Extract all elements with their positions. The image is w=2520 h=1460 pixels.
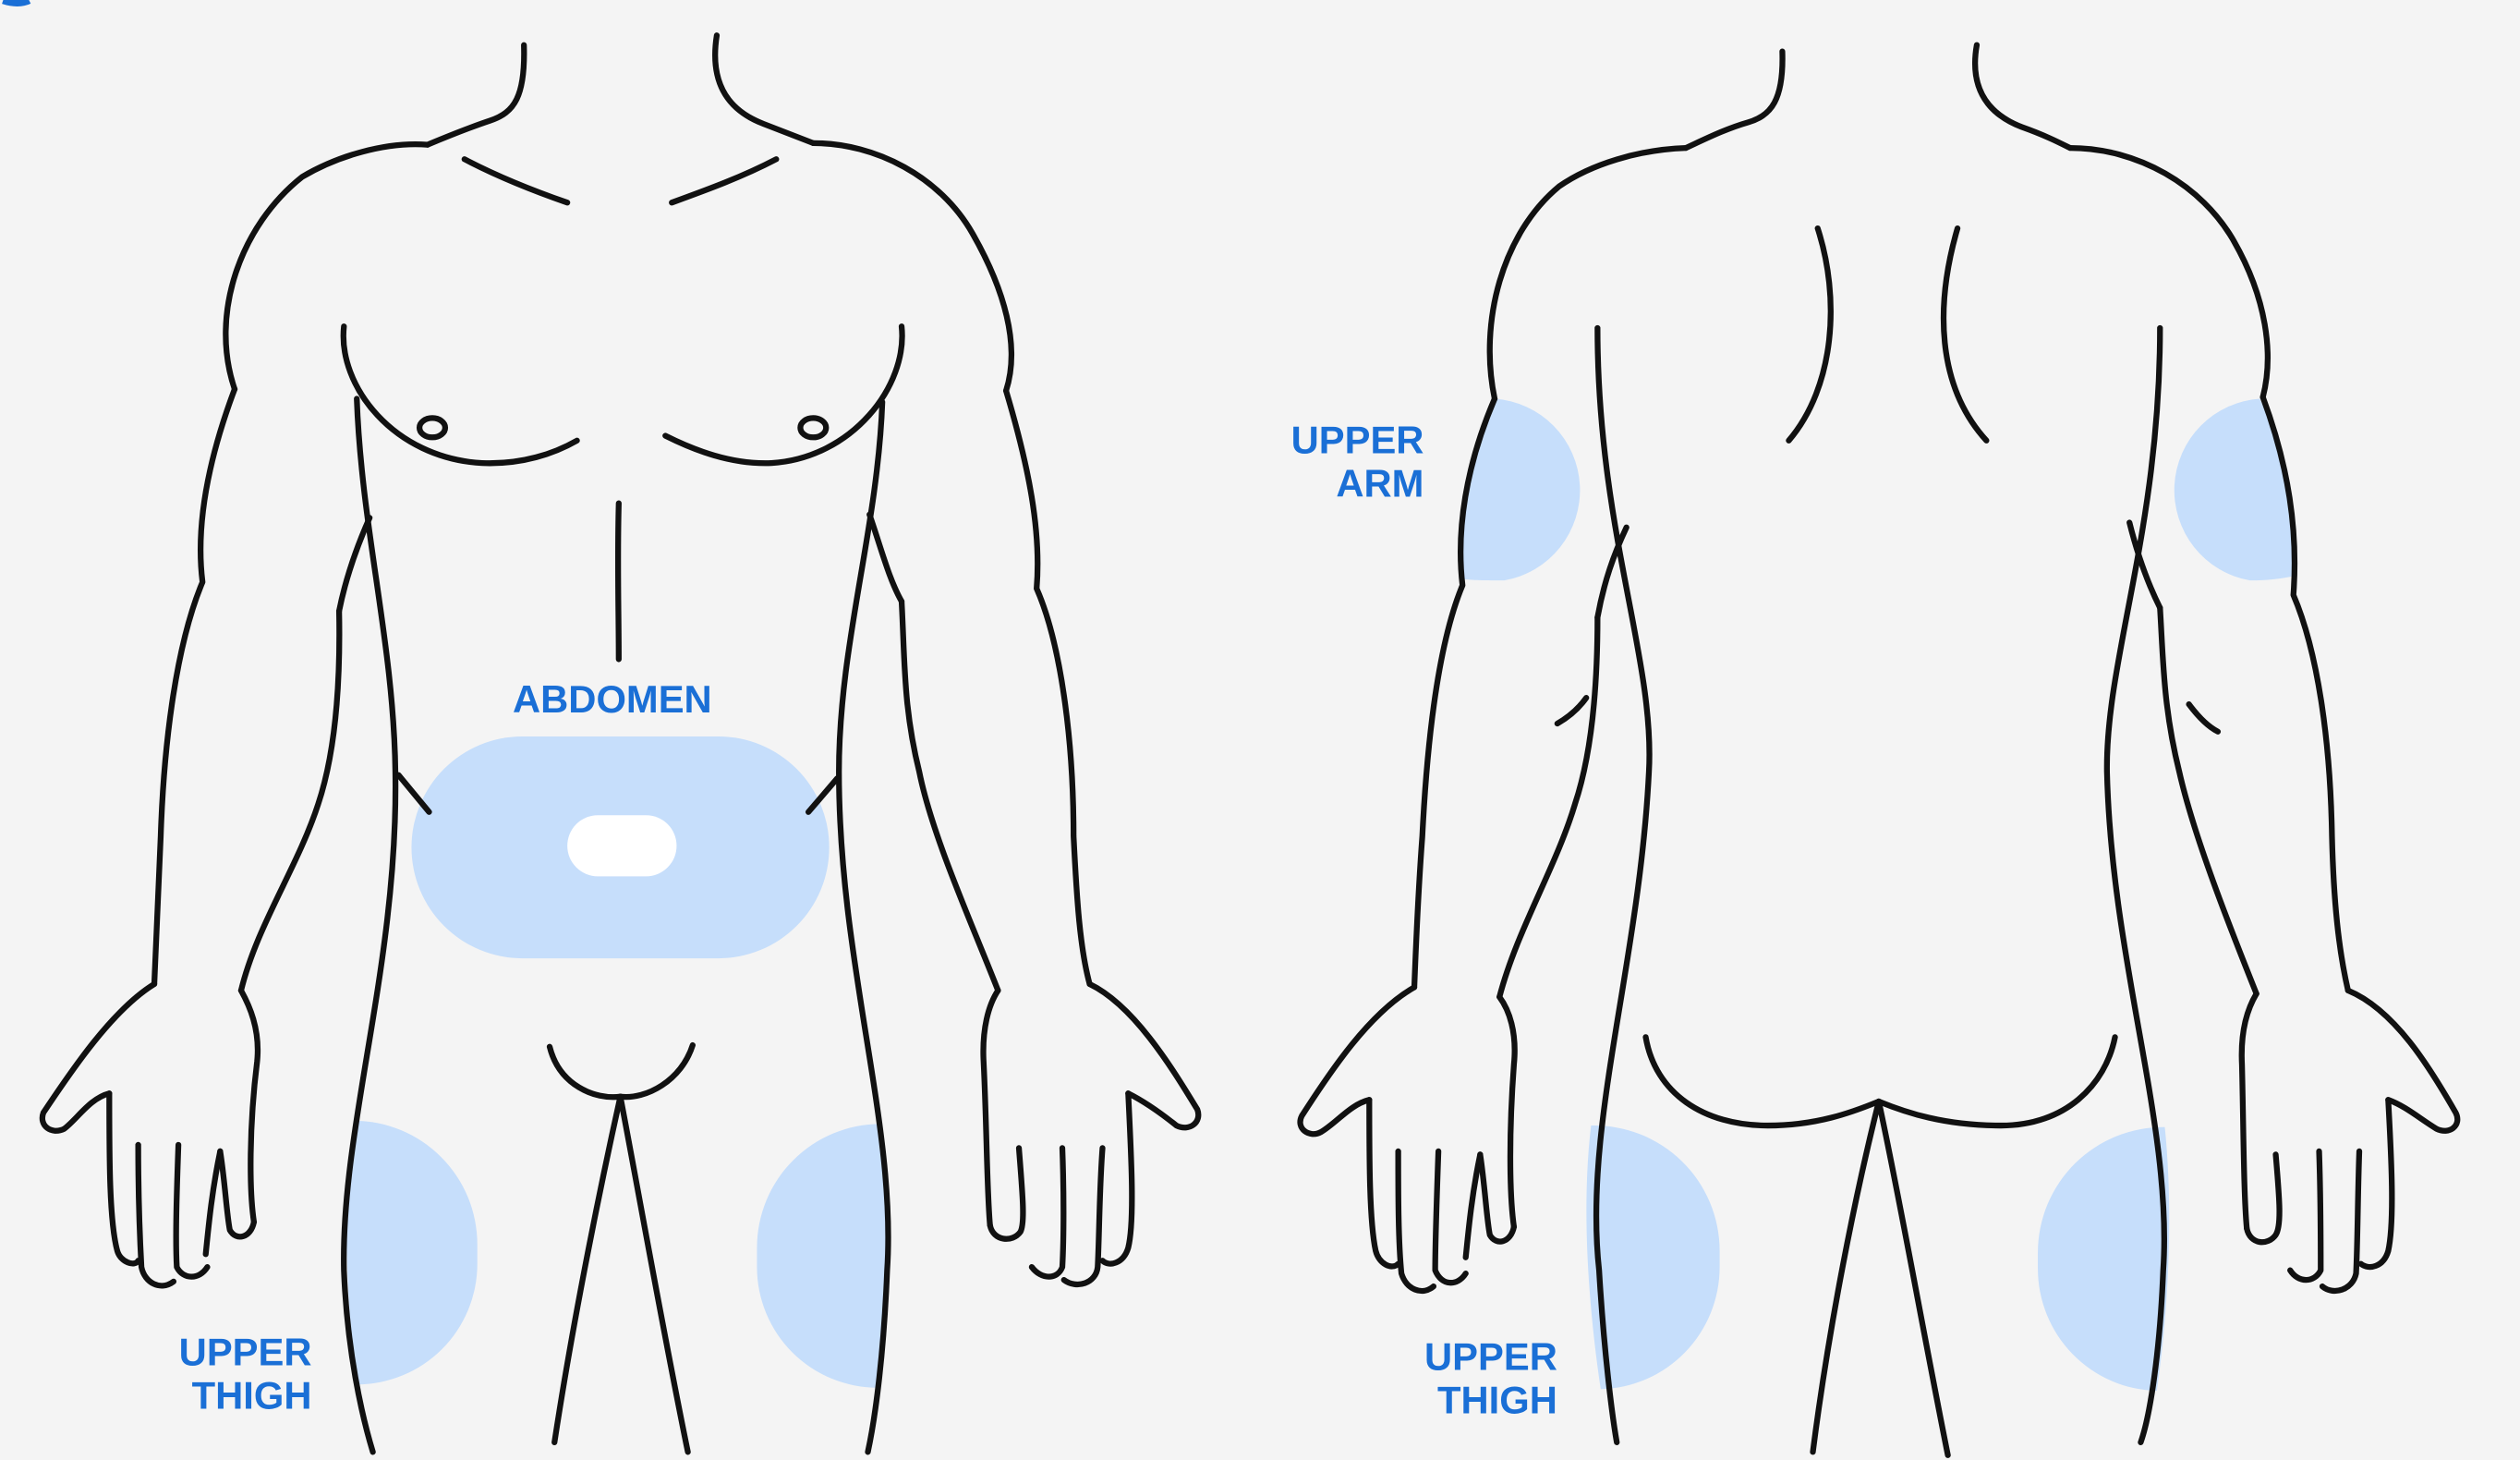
back-upper-thigh-label-line2: THIGH bbox=[1437, 1379, 1557, 1422]
back-view bbox=[1301, 45, 2458, 1455]
front-upper-thigh-label-line1: UPPER bbox=[179, 1330, 312, 1373]
front-left-thigh-site bbox=[346, 1121, 477, 1384]
abdomen-label: ABDOMEN bbox=[513, 677, 712, 721]
front-upper-thigh-label-line2: THIGH bbox=[192, 1373, 312, 1417]
back-upper-thigh-label-line1: UPPER bbox=[1424, 1335, 1557, 1379]
back-left-arm-site bbox=[1460, 399, 1580, 581]
back-body-outline bbox=[1301, 45, 2458, 1455]
upper-arm-label-line1: UPPER bbox=[1291, 419, 1424, 462]
back-right-arm-site bbox=[2175, 399, 2296, 581]
upper-arm-label-line2: ARM bbox=[1336, 462, 1424, 505]
navel-marker bbox=[567, 815, 676, 876]
front-view bbox=[42, 35, 1198, 1452]
top-left-fragment bbox=[3, 0, 29, 3]
back-right-thigh-site bbox=[2038, 1127, 2169, 1391]
front-right-thigh-site bbox=[757, 1124, 886, 1387]
